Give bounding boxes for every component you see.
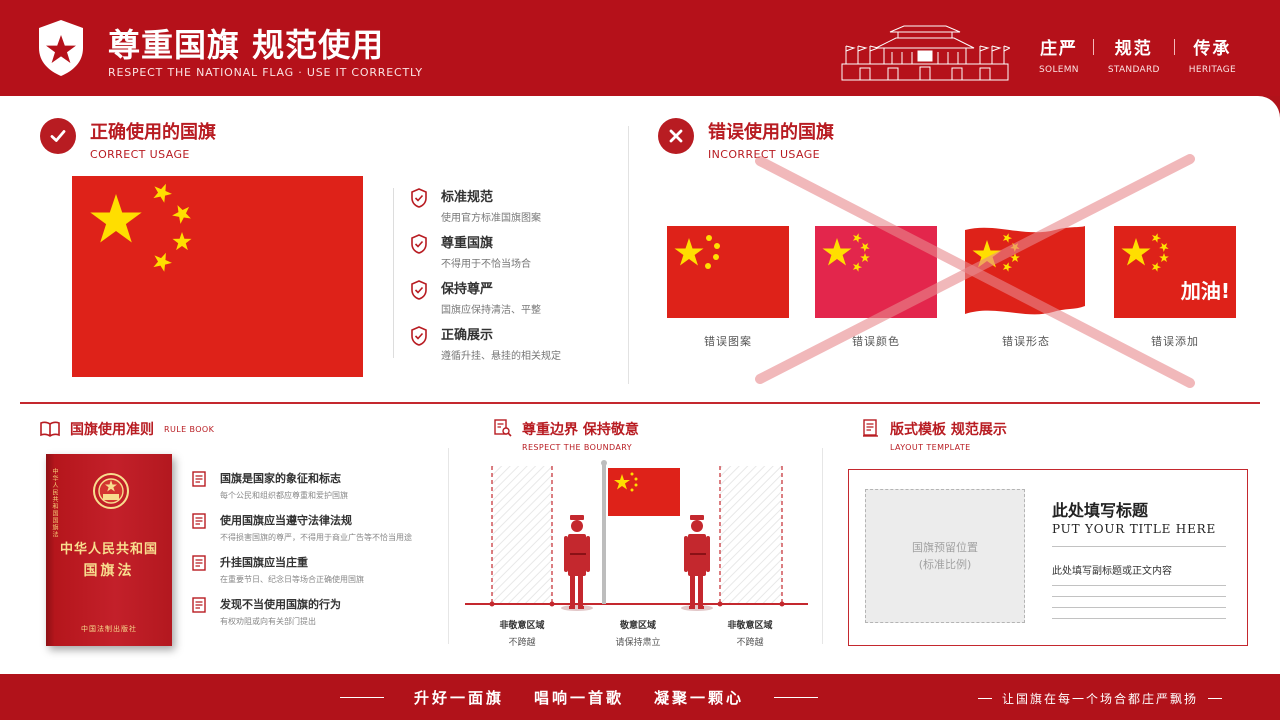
header: 尊重国旗 规范使用 RESPECT THE NATIONAL FLAG · US… xyxy=(0,0,1280,96)
placeholder-line xyxy=(1052,607,1226,608)
section-divider xyxy=(20,402,1260,404)
document-icon xyxy=(192,597,206,613)
shield-check-icon xyxy=(411,280,427,300)
main-panel: 正确使用的国旗 CORRECT USAGE 标准规范使用官方标准国旗图案 尊重国… xyxy=(0,96,1280,674)
search-document-icon xyxy=(494,419,512,437)
wrong-shape-flag xyxy=(965,226,1085,315)
zone-label-right: 非敬意区域 不跨越 xyxy=(727,621,773,648)
check-circle-icon xyxy=(40,118,76,154)
wrong-pattern-label: 错误图案 xyxy=(704,335,752,348)
correct-usage-list: 标准规范使用官方标准国旗图案 尊重国旗不得用于不恰当场合 保持尊严国旗应保持清洁… xyxy=(410,186,561,370)
decorative-line xyxy=(340,697,384,698)
placeholder-line xyxy=(1052,596,1226,597)
document-icon xyxy=(192,513,206,529)
divider xyxy=(393,188,394,358)
footer: 升好一面旗 唱响一首歌 凝聚一颗心 让国旗在每一个场合都庄严飘扬 xyxy=(0,674,1280,720)
divider xyxy=(1092,39,1094,55)
layout-template-card: 国旗预留位置 (标准比例) 此处填写标题 PUT YOUR TITLE HERE… xyxy=(848,469,1248,646)
boundary-heading: 尊重边界 保持敬意 RESPECT THE BOUNDARY xyxy=(494,419,639,452)
list-item: 标准规范使用官方标准国旗图案 xyxy=(410,186,561,232)
wrong-pattern-flag xyxy=(667,226,789,318)
incorrect-usage-heading: 错误使用的国旗 INCORRECT USAGE xyxy=(658,118,834,161)
national-emblem-icon xyxy=(93,473,129,509)
flag-placeholder: 国旗预留位置 (标准比例) xyxy=(865,489,1025,623)
document-icon xyxy=(192,555,206,571)
value-heritage: 传承 HERITAGE xyxy=(1188,39,1236,75)
divider xyxy=(448,448,449,644)
added-slogan-text: 加油! xyxy=(1180,279,1230,303)
tiananmen-icon xyxy=(841,25,1010,81)
document-icon xyxy=(192,471,206,487)
divider xyxy=(628,126,629,384)
layout-document-icon xyxy=(863,419,878,437)
shield-star-icon xyxy=(39,20,83,76)
flag-raising-boundary-illustration xyxy=(465,460,808,611)
list-item: 保持尊严国旗应保持清洁、平整 xyxy=(410,278,561,324)
wrong-addition-flag: 加油! xyxy=(1114,226,1236,318)
list-item: 国旗是国家的象征和标志每个公民和组织都应尊重和爱护国旗 xyxy=(192,470,412,512)
template-title-en: PUT YOUR TITLE HERE xyxy=(1052,522,1217,536)
layout-template-heading: 版式模板 规范展示 LAYOUT TEMPLATE xyxy=(862,419,1007,452)
divider xyxy=(1052,546,1226,547)
list-item: 发现不当使用国旗的行为有权劝阻或向有关部门提出 xyxy=(192,596,412,638)
wrong-addition-label: 错误添加 xyxy=(1151,335,1199,348)
shield-check-icon xyxy=(411,326,427,346)
rulebook-heading: 国旗使用准则 RULE BOOK xyxy=(40,419,214,439)
wrong-color-label: 错误颜色 xyxy=(852,335,900,348)
list-item: 升挂国旗应当庄重在重要节日、纪念日等场合正确使用国旗 xyxy=(192,554,412,596)
list-item: 尊重国旗不得用于不恰当场合 xyxy=(410,232,561,278)
placeholder-line xyxy=(1052,618,1226,619)
x-circle-icon xyxy=(658,118,694,154)
footer-tagline: 让国旗在每一个场合都庄严飘扬 xyxy=(968,690,1232,707)
placeholder-line xyxy=(1052,585,1226,586)
shield-check-icon xyxy=(411,188,427,208)
book-icon xyxy=(40,421,60,437)
flag-with-text xyxy=(1114,226,1236,318)
correct-usage-heading: 正确使用的国旗 CORRECT USAGE xyxy=(40,118,216,161)
list-item: 正确展示遵循升挂、悬挂的相关规定 xyxy=(410,324,561,370)
value-solemn: 庄严 SOLEMN xyxy=(1039,39,1079,75)
wrong-shape-label: 错误形态 xyxy=(1002,335,1050,348)
divider xyxy=(822,448,823,644)
flag-law-book: 中华人民共和国国旗法 中华人民共和国 国旗法 中国法制出版社 xyxy=(46,454,172,646)
value-standard: 规范 STANDARD xyxy=(1107,39,1160,75)
core-values: 庄严 SOLEMN 规范 STANDARD 传承 HERITAGE xyxy=(1025,34,1250,75)
template-body: 此处填写副标题或正文内容 xyxy=(1052,566,1172,577)
national-flag-correct xyxy=(72,176,363,377)
list-item: 使用国旗应当遵守法律法规不得损害国旗的尊严，不得用于商业广告等不恰当用途 xyxy=(192,512,412,554)
zone-label-center: 敬意区域 请保持肃立 xyxy=(615,621,661,648)
template-title: 此处填写标题 xyxy=(1052,501,1149,520)
wrong-color-flag xyxy=(815,226,937,318)
page-subtitle: RESPECT THE NATIONAL FLAG · USE IT CORRE… xyxy=(108,66,423,79)
footer-slogan: 升好一面旗 唱响一首歌 凝聚一颗心 xyxy=(340,687,819,708)
shield-check-icon xyxy=(411,234,427,254)
decorative-line xyxy=(774,697,819,698)
page-title: 尊重国旗 规范使用 xyxy=(108,26,385,64)
rule-list: 国旗是国家的象征和标志每个公民和组织都应尊重和爱护国旗 使用国旗应当遵守法律法规… xyxy=(192,470,412,638)
zone-label-left: 非敬意区域 不跨越 xyxy=(499,621,545,648)
divider xyxy=(1173,39,1175,55)
